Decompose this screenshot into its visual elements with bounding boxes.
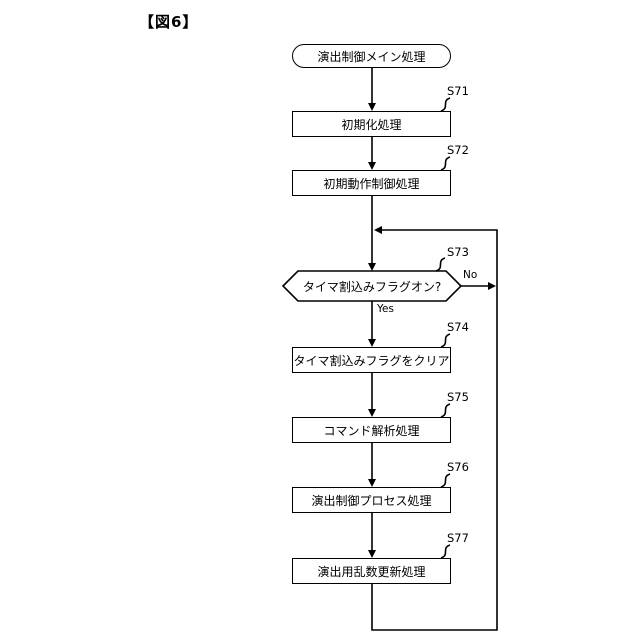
- process-box-s72: 初期動作制御処理: [292, 170, 451, 196]
- process-box-s72-label: 初期動作制御処理: [323, 176, 420, 191]
- arrowhead-s77: [368, 550, 376, 558]
- process-box-s75: コマンド解析処理: [292, 417, 451, 443]
- leader-squiggle-s77: [440, 544, 451, 559]
- arrowhead-no-branch: [488, 282, 496, 290]
- arrowhead-decision: [368, 263, 376, 271]
- leader-squiggle-s72: [440, 156, 451, 171]
- process-box-s77-label: 演出用乱数更新処理: [317, 564, 426, 579]
- process-box-s76: 演出制御プロセス処理: [292, 487, 451, 513]
- leader-squiggle-s75: [440, 403, 451, 418]
- process-box-s74: タイマ割込みフラグをクリア: [292, 347, 451, 373]
- process-box-s71: 初期化処理: [292, 111, 451, 137]
- decision-label: タイマ割込みフラグオン?: [302, 279, 442, 294]
- step-label-s72: S72: [447, 143, 469, 157]
- arrowhead-loop-return: [374, 226, 382, 234]
- process-box-s75-label: コマンド解析処理: [323, 423, 420, 438]
- step-label-s74: S74: [447, 320, 469, 334]
- leader-squiggle-s71: [440, 97, 451, 112]
- process-box-s71-label: 初期化処理: [341, 117, 402, 132]
- step-label-s75: S75: [447, 390, 469, 404]
- arrowhead-s71: [368, 103, 376, 111]
- process-box-s77: 演出用乱数更新処理: [292, 558, 451, 584]
- process-box-s74-label: タイマ割込みフラグをクリア: [293, 353, 450, 368]
- process-box-s76-label: 演出制御プロセス処理: [311, 493, 432, 508]
- step-label-s71: S71: [447, 84, 469, 98]
- loop-connector: [371, 229, 498, 631]
- arrowhead-s75: [368, 409, 376, 417]
- start-terminal: 演出制御メイン処理: [292, 44, 451, 68]
- yes-label: Yes: [377, 303, 394, 315]
- arrowhead-s72: [368, 162, 376, 170]
- step-label-s76: S76: [447, 460, 469, 474]
- arrowhead-s76: [368, 479, 376, 487]
- leader-squiggle-s74: [440, 333, 451, 348]
- figure-title: 【図6】: [139, 13, 199, 31]
- leader-squiggle-s73: [435, 257, 446, 272]
- start-terminal-label: 演出制御メイン処理: [317, 49, 426, 64]
- arrowhead-s74: [368, 339, 376, 347]
- decision-hexagon: [281, 270, 463, 302]
- step-label-s73: S73: [447, 245, 469, 259]
- leader-squiggle-s76: [440, 473, 451, 488]
- step-label-s77: S77: [447, 531, 469, 545]
- no-label: No: [463, 269, 478, 281]
